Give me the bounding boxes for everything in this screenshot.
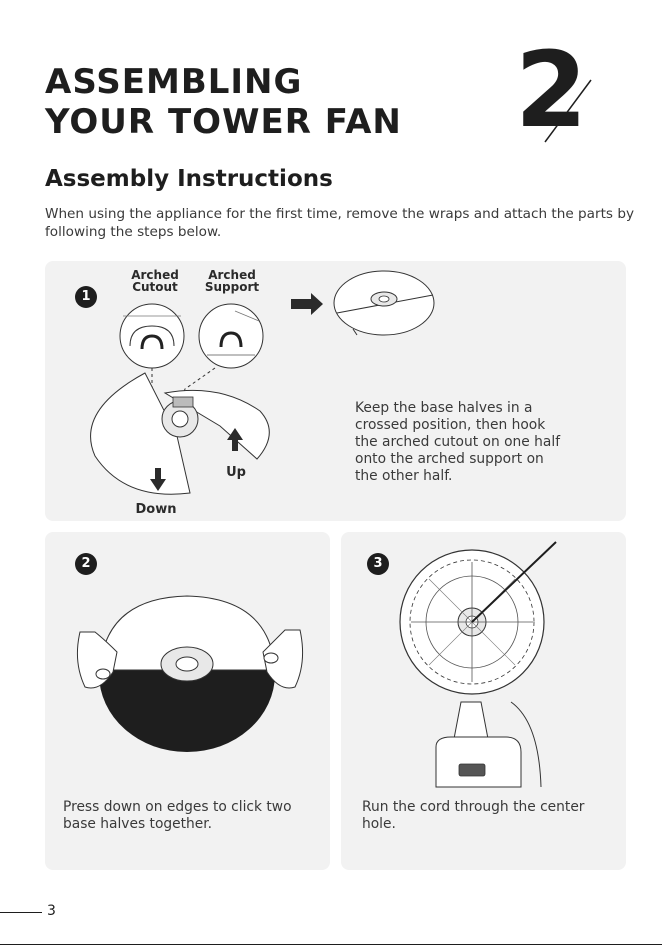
title-line-2: YOUR TOWER FAN [45,102,402,142]
step-2-badge: 2 [75,553,97,575]
label-down: Down [135,502,177,517]
callout-arched-support: Arched Support [204,268,260,294]
arched-support-zoom [198,303,264,369]
arched-cutout-zoom [119,303,185,369]
arrow-up-icon [227,428,243,451]
base-disc [99,595,276,752]
chapter-number-graphic: 2 [515,30,592,150]
chapter-number: 2 [515,30,587,150]
step-1-illustration [90,270,435,495]
step-2-illustration [76,595,304,752]
step-1-panel: 1 Arched Cutout Arched Support [45,261,626,521]
arrow-down-icon [150,468,166,491]
step-2-panel: 2 Press down on edges to click two base … [45,532,330,870]
crossed-base-halves [90,372,270,495]
assembled-base-preview [333,270,435,336]
step-2-description: Press down on edges to click two base ha… [63,799,292,832]
step-3-description: Run the cord through the center hole. [362,799,585,832]
page-number-rule [0,912,42,913]
left-hand-icon [76,631,118,689]
step-3-panel: 3 Run the cord through the center hole. [341,532,626,870]
step-3-illustration [399,541,557,788]
chapter-slash [544,79,592,143]
title-line-1: ASSEMBLING [45,62,303,102]
page-number: 3 [47,903,56,919]
label-up: Up [226,465,246,480]
callout-arched-cutout: Arched Cutout [131,268,179,294]
fan-body [435,701,542,788]
right-hand-icon [262,629,304,689]
section-title: Assembly Instructions [45,166,333,192]
step-1-badge: 1 [75,286,97,308]
bottom-rule [0,944,662,945]
step-3-badge: 3 [367,553,389,575]
section-intro: When using the appliance for the first t… [45,206,635,240]
arrow-right-icon [291,293,323,315]
step-1-description: Keep the base halves in a crossed positi… [355,400,561,484]
power-cord [471,541,557,623]
page-title: ASSEMBLING YOUR TOWER FAN [45,62,402,142]
